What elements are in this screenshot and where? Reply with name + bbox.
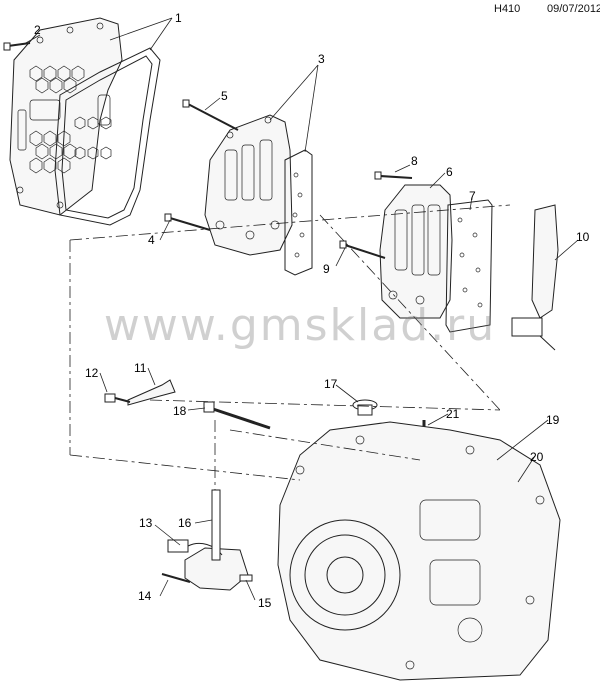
watermark: www.gmsklad.ru [103, 300, 497, 351]
control-valve-bolt-lower [339, 240, 386, 259]
fill-plug [352, 399, 378, 416]
control-valve-body [379, 184, 453, 319]
diagram-date: 09/07/2012 [547, 3, 600, 15]
range-sensor [167, 539, 249, 591]
callout-5: 5 [221, 89, 228, 103]
callout-15: 15 [258, 596, 272, 610]
callout-4: 4 [148, 233, 155, 247]
control-valve-bolt-upper [374, 171, 413, 180]
callout-labels: 1 2 3 4 5 6 7 8 9 10 11 12 13 14 15 16 1… [34, 11, 590, 610]
callout-14: 14 [138, 589, 152, 603]
diagram-code: H410 [494, 3, 521, 15]
callout-1: 1 [175, 11, 182, 25]
solenoid-assembly [511, 204, 559, 351]
shift-lever [127, 379, 176, 406]
channel-plate-gasket [54, 47, 161, 226]
callout-3: 3 [318, 52, 325, 66]
callout-16: 16 [178, 516, 192, 530]
leader-lines [23, 17, 579, 601]
valve-body-bolt-upper [182, 99, 239, 131]
upper-valve-body [204, 114, 293, 256]
callout-6: 6 [446, 165, 453, 179]
callout-13: 13 [139, 516, 153, 530]
range-sensor-bolt [161, 573, 191, 583]
channel-plate [9, 17, 123, 216]
callout-8: 8 [411, 154, 418, 168]
detent-shaft [203, 401, 271, 430]
callout-21: 21 [446, 407, 460, 421]
callout-12: 12 [85, 366, 99, 380]
valve-body-bolt-lower [164, 213, 211, 231]
callout-10: 10 [576, 230, 590, 244]
callout-2: 2 [34, 23, 41, 37]
callout-18: 18 [173, 404, 187, 418]
callout-19: 19 [546, 413, 560, 427]
control-valve-spacer-plate [445, 199, 493, 333]
callout-7: 7 [469, 189, 476, 203]
alignment-guides [69, 204, 511, 490]
callout-20: 20 [530, 450, 544, 464]
callout-11: 11 [134, 361, 147, 375]
range-sensor-pin [239, 574, 253, 582]
callout-17: 17 [324, 377, 338, 391]
channel-plate-bolt [3, 42, 31, 51]
callout-9: 9 [323, 262, 330, 276]
transmission-case [277, 421, 561, 681]
manual-shaft [211, 489, 221, 561]
detent-bolt [104, 393, 131, 403]
